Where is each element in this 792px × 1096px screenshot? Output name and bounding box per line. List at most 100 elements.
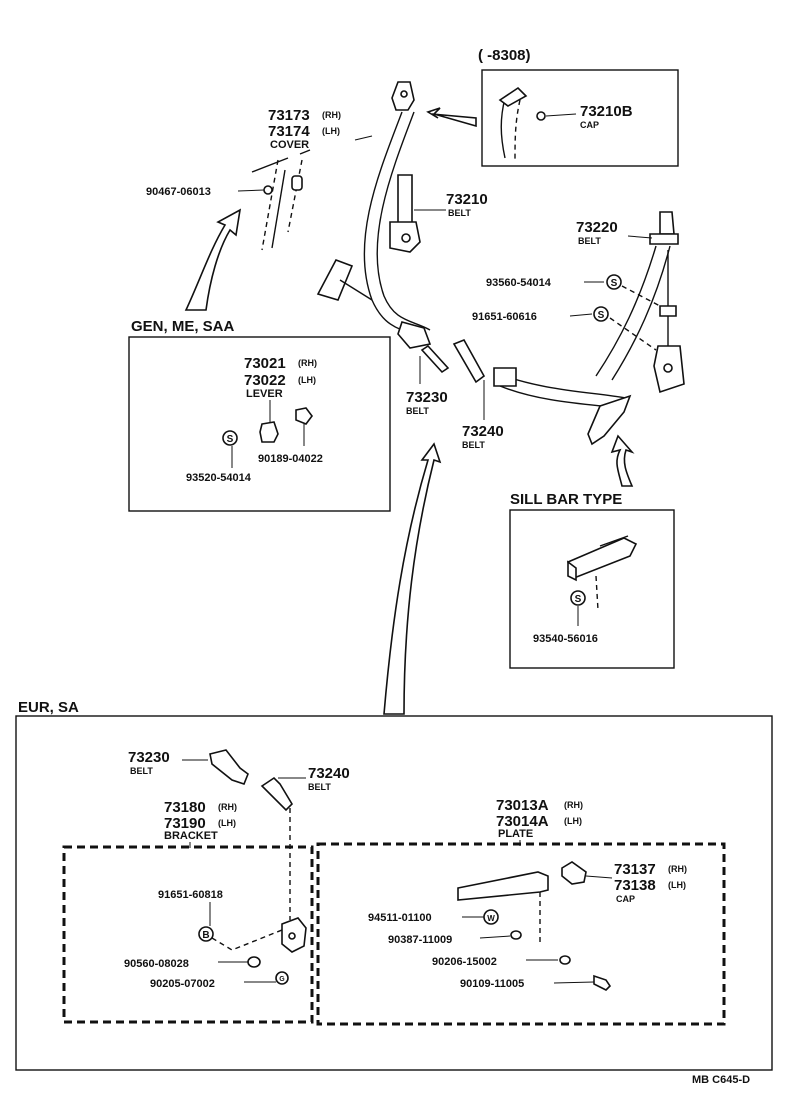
part-73137-number: 73137 <box>614 861 656 878</box>
part-90206-number: 90206-15002 <box>432 956 497 968</box>
cover-clip-shape <box>291 175 303 191</box>
cap-73210b-icon <box>536 111 546 121</box>
part-73220-number: 73220 <box>576 219 618 236</box>
gen-box-pointer-arrow <box>184 208 242 311</box>
symbol-b-icon <box>198 926 214 942</box>
svg-text:(RH): (RH) <box>298 358 317 368</box>
svg-text:B: B <box>202 930 209 941</box>
part-73022-number: 73022 <box>244 372 286 389</box>
sill-bar-shape <box>566 537 638 580</box>
part-90109-number: 90109-11005 <box>460 978 524 990</box>
plate-name: PLATE <box>498 828 533 840</box>
bracket-name: BRACKET <box>164 830 218 842</box>
eur-part-73240-number: 73240 <box>308 765 350 782</box>
symbol-s-icon <box>570 590 586 606</box>
part-93560-number: 93560-54014 <box>486 277 552 289</box>
part-90387-number: 90387-11009 <box>388 934 452 946</box>
part-73174-number: 73174 <box>268 123 310 140</box>
lever-shape <box>259 421 279 443</box>
belt-73220-lap <box>499 373 627 399</box>
inset-pointer-arrow <box>426 107 477 128</box>
sill-bar-section: SILL BAR TYPE S 93540-56016 <box>509 434 675 669</box>
part-73013a-number: 73013A <box>496 797 549 814</box>
part-90189-number: 90189-04022 <box>258 453 323 465</box>
bolt-90189-icon <box>295 407 313 425</box>
nut-90560-icon <box>247 956 261 968</box>
rh-tag: (RH) <box>322 110 341 120</box>
bracket-subbox <box>62 845 314 1024</box>
lever-name: LEVER <box>246 388 283 400</box>
top-inset-label: ( -8308) <box>478 47 531 64</box>
buckle-73240-shape <box>452 338 486 384</box>
eur-part-73230-number: 73230 <box>128 749 170 766</box>
part-73180-number: 73180 <box>164 799 206 816</box>
part-73240-name: BELT <box>462 440 485 450</box>
plate-shape <box>457 871 549 901</box>
svg-text:(LH): (LH) <box>298 375 316 385</box>
part-73230-name: BELT <box>406 406 429 416</box>
part-94511-number: 94511-01100 <box>368 912 432 924</box>
floor-anchor-right-shape <box>587 394 632 446</box>
part-73210b-number: 73210B <box>580 103 633 120</box>
part-73190-number: 73190 <box>164 815 206 832</box>
screw-90467-icon <box>263 185 273 195</box>
svg-text:(LH): (LH) <box>564 816 582 826</box>
svg-text:(LH): (LH) <box>218 818 236 828</box>
part-73021-number: 73021 <box>244 355 286 372</box>
washer-90206-icon <box>559 955 571 965</box>
cap-73137-shape <box>561 861 587 885</box>
eur-tongue-73230-shape <box>209 749 249 785</box>
part-73220-name: BELT <box>578 236 601 246</box>
symbol-s-icon <box>593 306 609 322</box>
part-73230-number: 73230 <box>406 389 448 406</box>
part-91651-60616-number: 91651-60616 <box>472 311 537 323</box>
svg-text:BELT: BELT <box>130 766 153 776</box>
lh-tag: (LH) <box>322 126 340 136</box>
part-91651-60818-number: 91651-60818 <box>158 889 223 901</box>
cover-group: 73173 (RH) 73174 (LH) COVER 90467-06013 <box>146 107 373 251</box>
top-inset: ( -8308) 73210B CAP <box>426 47 679 167</box>
part-90560-number: 90560-08028 <box>124 958 189 970</box>
symbol-s-icon <box>606 274 622 290</box>
eur-buckle-73240-shape <box>260 776 294 812</box>
part-73210-name: BELT <box>448 208 471 218</box>
symbol-s-icon <box>222 430 238 446</box>
bolt-90109-icon <box>593 974 612 991</box>
part-73014a-number: 73014A <box>496 813 549 830</box>
cap-name: CAP <box>616 894 635 904</box>
eur-section-title: EUR, SA <box>18 699 79 716</box>
svg-text:(LH): (LH) <box>668 880 686 890</box>
svg-text:G: G <box>279 976 285 983</box>
cover-name: COVER <box>270 139 309 151</box>
gen-section-title: GEN, ME, SAA <box>131 318 235 335</box>
upper-anchor-right-shape <box>659 211 675 235</box>
symbol-w-icon <box>483 909 499 925</box>
svg-text:S: S <box>575 594 582 605</box>
part-90467-number: 90467-06013 <box>146 186 211 198</box>
svg-text:S: S <box>598 310 605 321</box>
sill-section-box <box>509 509 675 669</box>
symbol-g-icon <box>275 971 289 985</box>
tongue-73230-shape <box>397 321 432 349</box>
eur-section-box <box>15 715 773 1071</box>
part-73138-number: 73138 <box>614 877 656 894</box>
floor-anchor-left-shape <box>316 259 354 301</box>
gen-section-box <box>128 336 391 512</box>
washer-90387-icon <box>510 930 522 940</box>
part-73210-number: 73210 <box>446 191 488 208</box>
svg-text:(RH): (RH) <box>668 864 687 874</box>
svg-text:S: S <box>227 434 234 445</box>
eur-pointer-arrow <box>383 442 442 715</box>
svg-text:(RH): (RH) <box>218 802 237 812</box>
svg-text:(RH): (RH) <box>564 800 583 810</box>
belt-assembly: 73210 BELT 73230 BELT 73240 BELT 73220 B… <box>316 81 685 450</box>
eur-sa-section: EUR, SA 73230 BELT 73240 BELT 73180 (RH)… <box>15 699 773 1071</box>
part-73210b-name: CAP <box>580 120 599 130</box>
part-90205-number: 90205-07002 <box>150 978 215 990</box>
sill-section-title: SILL BAR TYPE <box>510 491 622 508</box>
diagram-code: MB C645-D <box>692 1074 750 1086</box>
svg-text:BELT: BELT <box>308 782 331 792</box>
part-93540-number: 93540-56016 <box>533 633 598 645</box>
svg-text:S: S <box>611 278 618 289</box>
cap-73210b-shape <box>498 86 528 107</box>
